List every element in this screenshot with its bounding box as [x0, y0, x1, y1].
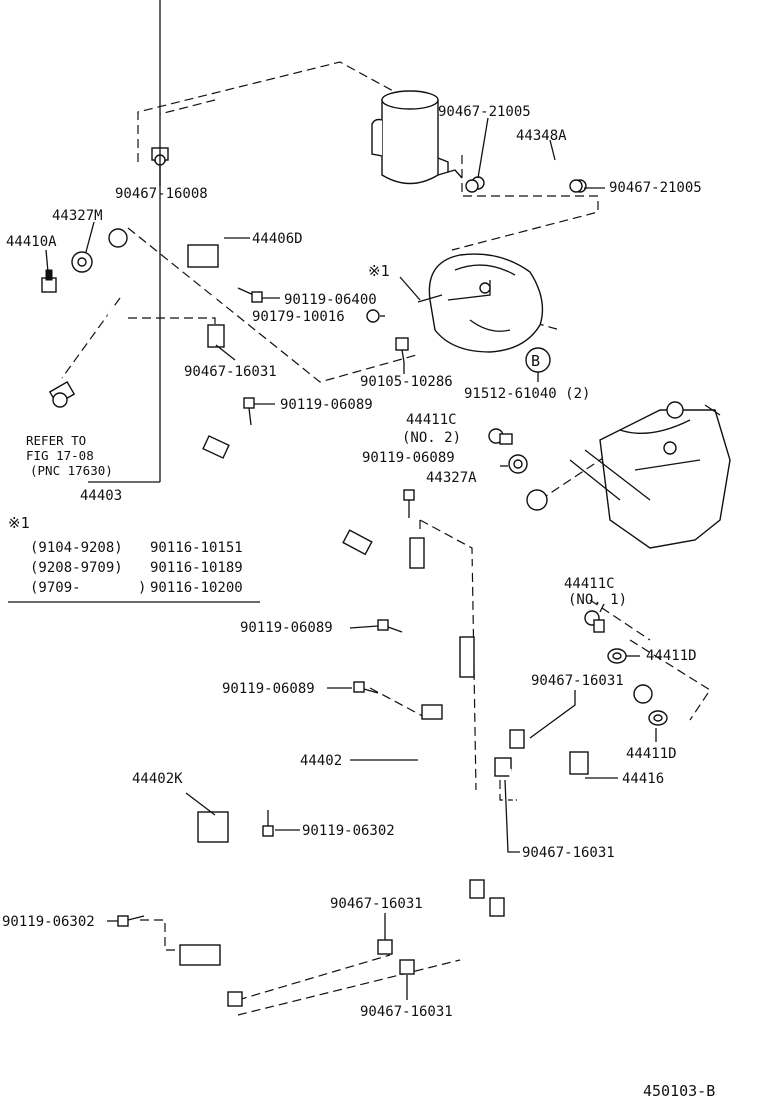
callout-b-letter: B: [531, 352, 540, 370]
label-90119-06302-left: 90119-06302: [2, 914, 95, 930]
label-91512-61040: 91512-61040 (2): [464, 386, 590, 402]
hose-44416: [508, 684, 653, 852]
label-90467-16031-top: 90467-16031: [184, 364, 277, 380]
clamp-icon-90467-21005-a: [465, 179, 479, 193]
clamp-icon-90467-16031-e: [399, 959, 415, 975]
label-90119-06089-upper: 90119-06089: [280, 397, 373, 413]
label-marker1: ※1: [368, 262, 390, 280]
label-90467-16031-right: 90467-16031: [531, 673, 624, 689]
label-44411d-upper: 44411D: [646, 648, 697, 664]
note-row3-close: ): [138, 580, 146, 596]
bolt-icon-44411c-no1: [584, 610, 605, 633]
bolt-icon-90119-06089-a: [243, 397, 255, 426]
label-44402: 44402: [300, 753, 342, 769]
label-90119-06302-cooler: 90119-06302: [302, 823, 395, 839]
label-90467-16031-mid-bottom: 90467-16031: [330, 896, 423, 912]
washer-icon-90179-10016: [366, 309, 380, 323]
bolt-icon-90105-10286: [395, 337, 409, 363]
refer-note: REFER TO FIG 17-08 (PNC 17630): [26, 433, 113, 478]
power-steering-pump: [428, 253, 544, 353]
clamp-icon-90467-16031-c: [377, 939, 393, 955]
bolt-icon-90119-06089-c: [377, 619, 403, 633]
label-44403: 44403: [80, 488, 122, 504]
washer-icon-44327a: [508, 454, 528, 474]
label-90467-21005-top: 90467-21005: [438, 104, 531, 120]
label-90467-16031-bottom-right: 90467-16031: [522, 845, 615, 861]
bolt-icon-90119-06400: [237, 287, 263, 303]
bolt-icon-90119-06089-d: [353, 681, 379, 694]
part-labels: 90467-21005 44348A 90467-21005 90467-160…: [2, 104, 702, 1020]
pressure-tube-44403: [106, 228, 548, 616]
note-row2-part: 90116-10189: [150, 560, 243, 576]
clip-icon-44327m: [71, 251, 93, 273]
note-row1-part: 90116-10151: [150, 540, 243, 556]
label-no1: (NO. 1): [568, 592, 627, 608]
reservoir-tank: [371, 90, 463, 185]
oil-cooler-44402k: [131, 811, 279, 1012]
refer-note-line3: (PNC 17630): [30, 463, 113, 478]
bolt-icon-44410a: [41, 269, 57, 293]
steering-gear-housing: [569, 401, 731, 549]
label-90179-10016: 90179-10016: [252, 309, 345, 325]
return-tube-44402: [408, 636, 525, 947]
stud-icon-marker1: [417, 294, 443, 303]
label-44327a: 44327A: [426, 470, 477, 486]
washer-icon-44411d-a: [607, 648, 627, 664]
note-row1-range: (9104-9208): [30, 540, 123, 556]
return-hose-44348a: [471, 152, 587, 193]
label-44406d: 44406D: [252, 231, 303, 247]
label-44410a: 44410A: [6, 234, 57, 250]
label-44348a: 44348A: [516, 128, 567, 144]
callout-b: B: [525, 347, 551, 373]
label-44327m: 44327M: [52, 208, 103, 224]
bolt-icon-90119-06302-b: [117, 915, 145, 927]
footer-code: 450103-B: [643, 1082, 715, 1100]
label-44416: 44416: [622, 771, 664, 787]
note-marker: ※1: [8, 514, 30, 532]
label-90119-06089-mid: 90119-06089: [362, 450, 455, 466]
label-90105-10286: 90105-10286: [360, 374, 453, 390]
label-no2: (NO. 2): [402, 430, 461, 446]
note-block: ※1 (9104-9208) 90116-10151 (9208-9709) 9…: [8, 514, 260, 603]
note-row2-range: (9208-9709): [30, 560, 123, 576]
label-90119-06089-lower1: 90119-06089: [240, 620, 333, 636]
label-90119-06400: 90119-06400: [284, 292, 377, 308]
label-44411c-no2: 44411C: [406, 412, 457, 428]
label-90467-16008: 90467-16008: [115, 186, 208, 202]
note-row3-part: 90116-10200: [150, 580, 243, 596]
washer-icon-44411d-b: [648, 710, 668, 726]
bolt-icon-90119-06302-a: [262, 810, 274, 837]
leader-lines: [45, 0, 657, 1000]
note-row3-range: (9709-: [30, 580, 81, 596]
label-44411d-lower: 44411D: [626, 746, 677, 762]
sensor-icon-refer: [48, 380, 76, 408]
refer-note-line2: FIG 17-08: [26, 448, 94, 463]
label-90467-16031-bottom: 90467-16031: [360, 1004, 453, 1020]
clamp-icon-90467-21005-b: [569, 179, 583, 193]
label-90467-21005-side: 90467-21005: [609, 180, 702, 196]
bolt-icon-90119-06089-b: [403, 489, 415, 518]
label-44402k: 44402K: [132, 771, 183, 787]
label-90119-06089-lower2: 90119-06089: [222, 681, 315, 697]
refer-note-line1: REFER TO: [26, 433, 86, 448]
label-44411c-no1: 44411C: [564, 576, 615, 592]
reference-lines: [61, 61, 711, 1016]
bolt-icon-44411c-no2: [488, 428, 513, 445]
suction-hose-44406d: [153, 142, 247, 348]
